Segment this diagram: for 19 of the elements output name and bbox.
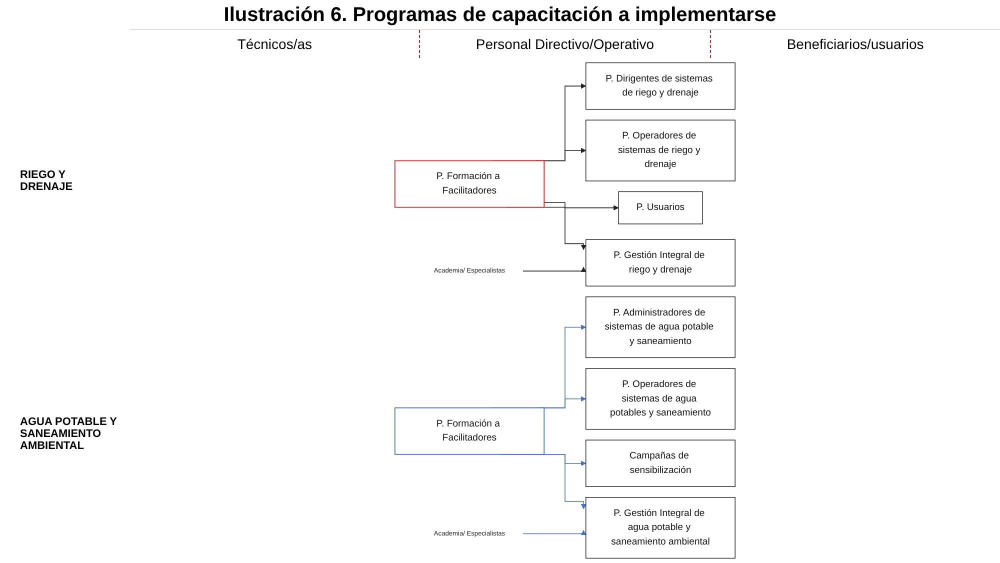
node-box: P. Formación a Facilitadores bbox=[394, 407, 545, 455]
node-box: P. Operadores de sistemas de agua potables y saneamiento bbox=[586, 368, 736, 430]
node-box: P. Dirigentes de sistemas de riego y drenaje bbox=[586, 62, 736, 110]
column-header: Beneficiarios/usuarios bbox=[786, 35, 925, 54]
node-box: P. Operadores de sistemas de riego y drenaje bbox=[586, 120, 736, 182]
diagram-title: Ilustración 6. Programas de capacitación a implementarse bbox=[222, 3, 778, 28]
node-box: P. Usuarios bbox=[618, 191, 703, 224]
column-header: Técnicos/as bbox=[130, 30, 420, 58]
arrow bbox=[522, 530, 586, 536]
node-box: P. Gestión Integral de riego y drenaje bbox=[586, 239, 736, 286]
arrow bbox=[522, 266, 586, 272]
node-box: Campañas de sensibilización bbox=[586, 440, 736, 487]
node-box: P. Formación a Facilitadores bbox=[394, 160, 545, 208]
row-label: RIEGO Y DRENAJE bbox=[20, 169, 74, 194]
node-box: P. Administradores de sistemas de agua potable y saneamiento bbox=[586, 296, 736, 358]
column-header: Personal Directivo/Operativo bbox=[420, 30, 711, 58]
row-label: AGUA POTABLE Y SANEAMIENTO AMBIENTAL bbox=[20, 416, 118, 452]
arrow bbox=[544, 202, 619, 210]
node-box: P. Gestión Integral de agua potable y saneamiento ambiental bbox=[586, 497, 736, 559]
